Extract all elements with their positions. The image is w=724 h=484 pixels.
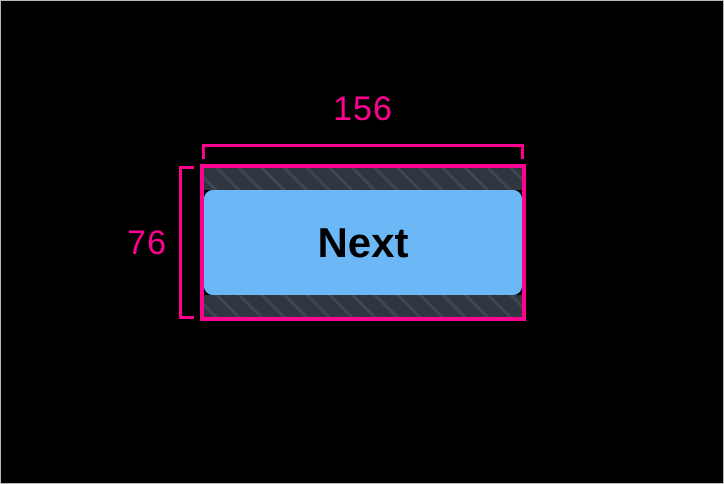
element-box-model: Next xyxy=(204,168,522,317)
next-button-label: Next xyxy=(317,218,409,266)
margin-band-top xyxy=(204,168,522,190)
width-measurement-bracket xyxy=(202,144,524,159)
margin-band-bottom xyxy=(204,295,522,317)
button-slot: Next xyxy=(204,190,522,295)
next-button[interactable]: Next xyxy=(204,190,522,295)
element-highlight-box: Next xyxy=(200,164,526,321)
height-measurement-bracket xyxy=(179,166,194,319)
height-measurement-label: 76 xyxy=(127,224,167,262)
width-measurement-label: 156 xyxy=(333,90,393,128)
